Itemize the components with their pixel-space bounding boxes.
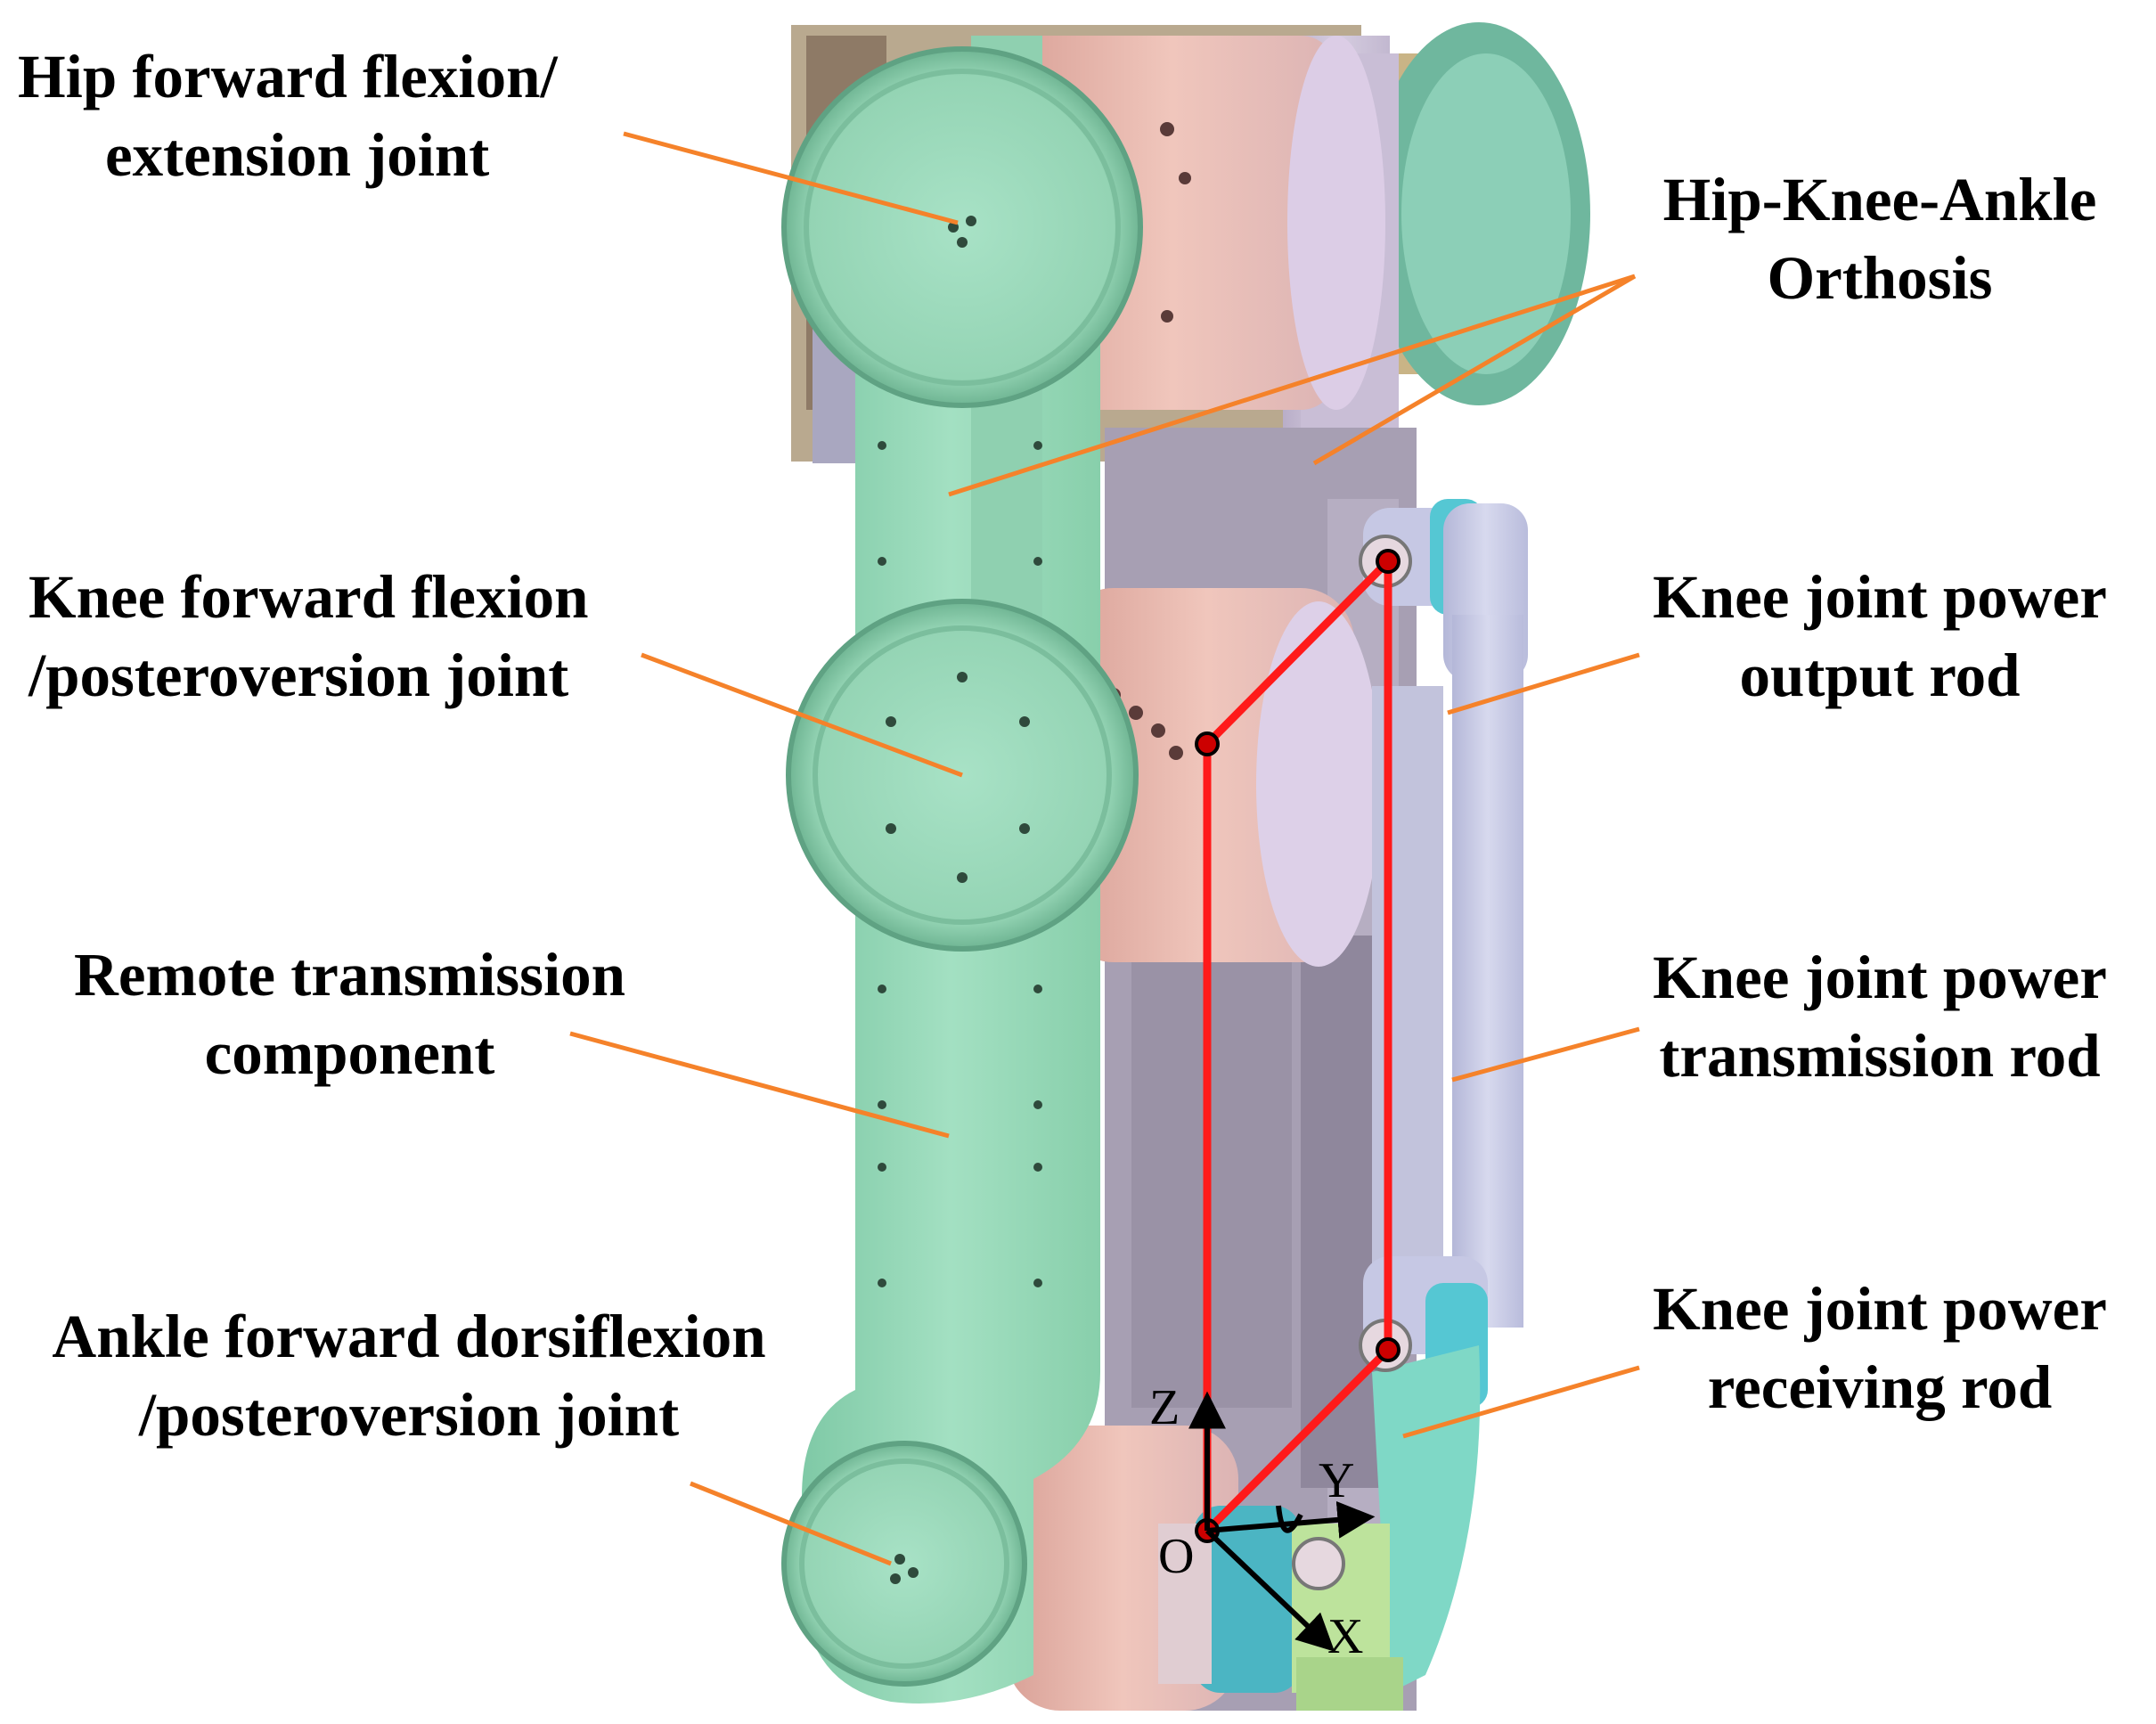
label-remote-transmission-line2: component: [204, 1019, 495, 1087]
label-knee-receiving-line2: receiving rod: [1707, 1353, 2053, 1421]
label-knee-output-line1: Knee joint power: [1653, 563, 2107, 631]
label-hip-flexion-line1: Hip forward flexion/: [18, 43, 558, 110]
rear-hip-disc: [1368, 22, 1590, 405]
leader-knee-flexion: [641, 652, 963, 778]
z-axis-label: Z: [1149, 1380, 1180, 1435]
knee-linkage-joint: [1195, 731, 1220, 756]
label-knee-output-rod: Knee joint power output rod: [1630, 558, 2129, 715]
label-orthosis-line1: Hip-Knee-Ankle: [1662, 166, 2097, 233]
label-knee-transmission-rod: Knee joint power transmission rod: [1630, 938, 2129, 1095]
label-knee-output-line2: output rod: [1739, 641, 2021, 709]
leader-orthosis-frame: [1312, 274, 1637, 466]
label-hip-knee-ankle-orthosis: Hip-Knee-Ankle Orthosis: [1630, 160, 2129, 317]
label-knee-flexion: Knee forward flexion /posteroversion joi…: [29, 558, 589, 715]
leader-knee-transmission: [1451, 1026, 1640, 1083]
label-ankle-joint-line2: /posteroversion joint: [138, 1381, 680, 1449]
ankle-linkage-joint: [1376, 1337, 1401, 1362]
leader-orthosis-green: [948, 274, 1636, 497]
label-knee-receiving-line1: Knee joint power: [1653, 1275, 2107, 1343]
label-hip-flexion: Hip forward flexion/ extension joint: [18, 37, 558, 194]
y-axis-label: Y: [1319, 1453, 1354, 1508]
leader-remote-transmission: [569, 1031, 950, 1139]
label-knee-flexion-line2: /posteroversion joint: [29, 641, 569, 709]
leader-ankle-joint: [690, 1481, 892, 1566]
label-hip-flexion-line2: extension joint: [105, 121, 490, 189]
x-axis-label: X: [1327, 1609, 1363, 1664]
leader-knee-receiving: [1402, 1365, 1640, 1439]
coordinate-frame: [1188, 1391, 1376, 1652]
knee-power-rods: [1292, 499, 1528, 1711]
label-ankle-joint: Ankle forward dorsiflexion /posteroversi…: [12, 1297, 805, 1454]
ankle-actuator: [1007, 1426, 1301, 1711]
label-orthosis-line2: Orthosis: [1767, 244, 1993, 312]
leader-hip-flexion: [623, 131, 959, 225]
remote-transmission-component: [781, 36, 1143, 1704]
origin-label: O: [1158, 1529, 1194, 1584]
leader-lines: [569, 131, 1640, 1566]
label-remote-transmission: Remote transmission component: [18, 936, 682, 1092]
label-remote-transmission-line1: Remote transmission: [73, 941, 625, 1009]
leader-knee-output: [1447, 652, 1640, 715]
hip-linkage-joint: [1376, 549, 1401, 574]
label-knee-transmission-line1: Knee joint power: [1653, 944, 2107, 1011]
label-ankle-joint-line1: Ankle forward dorsiflexion: [52, 1303, 766, 1370]
linkage-joints: [1195, 549, 1401, 1543]
label-knee-flexion-line1: Knee forward flexion: [29, 563, 589, 631]
label-knee-transmission-line2: transmission rod: [1659, 1022, 2101, 1090]
label-knee-receiving-rod: Knee joint power receiving rod: [1630, 1270, 2129, 1426]
